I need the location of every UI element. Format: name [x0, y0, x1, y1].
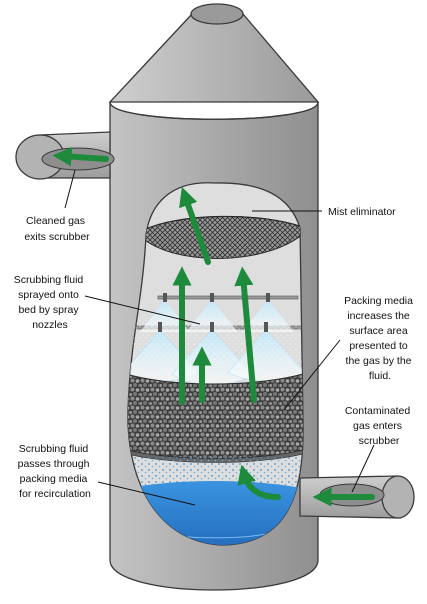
rising-arrow-top [179, 186, 211, 265]
packing-bed [127, 371, 304, 459]
label-mist-eliminator: Mist eliminator [328, 206, 396, 218]
inlet-turn-arrow [237, 464, 281, 500]
label-contaminated-gas: Contaminated gas enters scrubber [345, 405, 413, 447]
spray-header-upper [157, 295, 299, 300]
leader-lines [64, 169, 375, 506]
label-spray: Scrubbing fluid sprayed onto bed by spra… [14, 274, 86, 331]
gas-flow-arrows [52, 147, 375, 507]
outlet-gas-arrow [52, 147, 109, 167]
top-vent [190, 3, 244, 25]
label-packing-media: Packing media increases the surface area… [344, 295, 416, 382]
spray-cones-lower [127, 320, 304, 390]
label-cleaned-gas: Cleaned gas exits scrubber [24, 215, 90, 243]
spray-nozzles [158, 293, 270, 332]
scrubber-cone [108, 13, 320, 103]
inlet-pipe-mouth [381, 475, 415, 519]
label-recirculation: Scrubbing fluid passes through packing m… [18, 443, 93, 500]
rising-arrow-right [234, 266, 257, 403]
